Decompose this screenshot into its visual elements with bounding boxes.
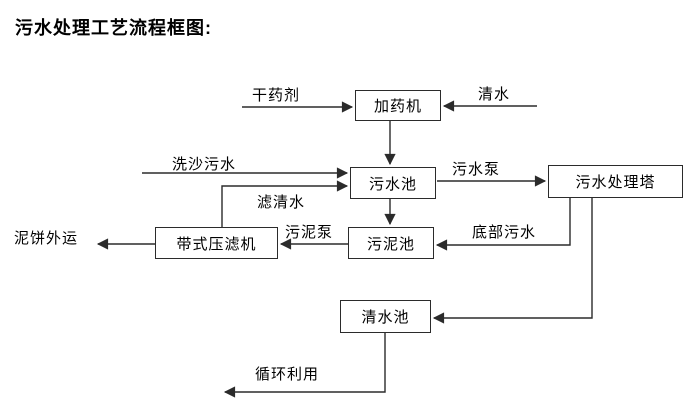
node-clean-water-pool: 清水池 [340, 300, 431, 333]
label-sludge-pump: 污泥泵 [285, 224, 334, 241]
edge-bottom-sewage-to-sludge-pool [435, 198, 571, 251]
node-sewage-pool: 污水池 [350, 167, 436, 199]
label-clean-water: 清水 [478, 86, 511, 103]
edge-tower-to-clean-pool [432, 198, 593, 324]
label-bottom-sewage: 底部污水 [472, 224, 537, 241]
label-sewage-pump: 污水泵 [452, 161, 501, 178]
label-sand-washing-sewage: 洗沙污水 [172, 156, 237, 173]
edge-filtered-water-to-sewage-pool [221, 180, 349, 227]
node-sewage-treatment-tower: 污水处理塔 [548, 165, 683, 198]
diagram-title: 污水处理工艺流程框图: [15, 18, 212, 38]
node-dosing-machine: 加药机 [355, 90, 441, 121]
label-filtered-water: 滤清水 [257, 194, 306, 211]
edge-clean-pool-to-recycling [223, 333, 386, 398]
node-belt-filter-press: 带式压滤机 [155, 227, 278, 259]
label-recycling: 循环利用 [255, 366, 320, 383]
label-mud-cake-outbound: 泥饼外运 [14, 230, 79, 247]
label-dry-agent: 干药剂 [252, 87, 301, 104]
node-sludge-pool: 污泥池 [348, 227, 434, 259]
